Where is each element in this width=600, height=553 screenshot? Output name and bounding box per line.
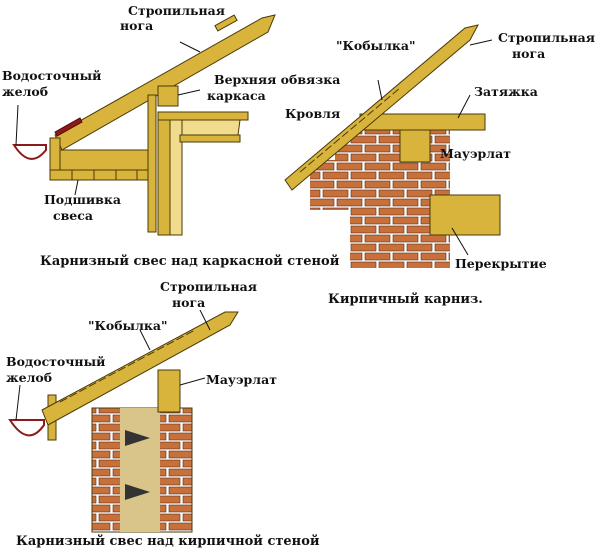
frame-wall-drawing xyxy=(12,14,276,236)
label-rafter-2b: нога xyxy=(512,46,546,61)
label-top-plate-a: Верхняя обвязка xyxy=(214,72,341,87)
label-rafter-3a: Стропильная xyxy=(160,279,257,294)
label-mauerlat-3: Мауэрлат xyxy=(206,372,277,387)
label-soffit-a: Подшивка xyxy=(44,192,121,207)
caption-frame-wall: Карнизный свес над каркасной стеной xyxy=(40,254,340,269)
label-kobylka-3: "Кобылка" xyxy=(88,318,168,333)
top-plate xyxy=(157,85,179,107)
label-gutter-1b: желоб xyxy=(2,84,49,99)
caption-brick-wall: Карнизный свес над кирпичной стеной xyxy=(16,534,320,549)
label-rafter-1a: Стропильная xyxy=(128,3,225,18)
label-gutter-3a: Водосточный xyxy=(6,354,106,369)
rafter xyxy=(41,311,239,426)
label-mauerlat-2: Мауэрлат xyxy=(440,146,511,161)
mauerlat xyxy=(157,369,181,413)
stud xyxy=(147,94,157,233)
gutter xyxy=(8,419,45,437)
gutter xyxy=(12,144,47,160)
floor-beam xyxy=(429,194,501,236)
label-kobylka-2: "Кобылка" xyxy=(336,38,416,53)
brick-wall-drawing xyxy=(8,309,239,533)
label-soffit-b: свеса xyxy=(53,208,93,223)
brick-cornice-drawing xyxy=(284,24,501,268)
rafter xyxy=(54,14,276,151)
caption-brick-cornice: Кирпичный карниз. xyxy=(328,292,483,307)
label-rafter-2a: Стропильная xyxy=(498,30,595,45)
mauerlat xyxy=(399,129,431,163)
label-gutter-1a: Водосточный xyxy=(2,68,102,83)
rafter xyxy=(284,24,479,191)
label-tie-beam: Затяжка xyxy=(474,84,538,99)
label-roofing: Кровля xyxy=(285,106,341,121)
label-top-plate-b: каркаса xyxy=(207,88,266,103)
label-rafter-3b: нога xyxy=(172,295,206,310)
label-gutter-3b: желоб xyxy=(6,370,53,385)
soffit xyxy=(49,169,156,181)
label-rafter-1b: нога xyxy=(120,18,154,33)
label-floor: Перекрытие xyxy=(455,256,547,271)
ceiling-joist xyxy=(59,149,153,171)
